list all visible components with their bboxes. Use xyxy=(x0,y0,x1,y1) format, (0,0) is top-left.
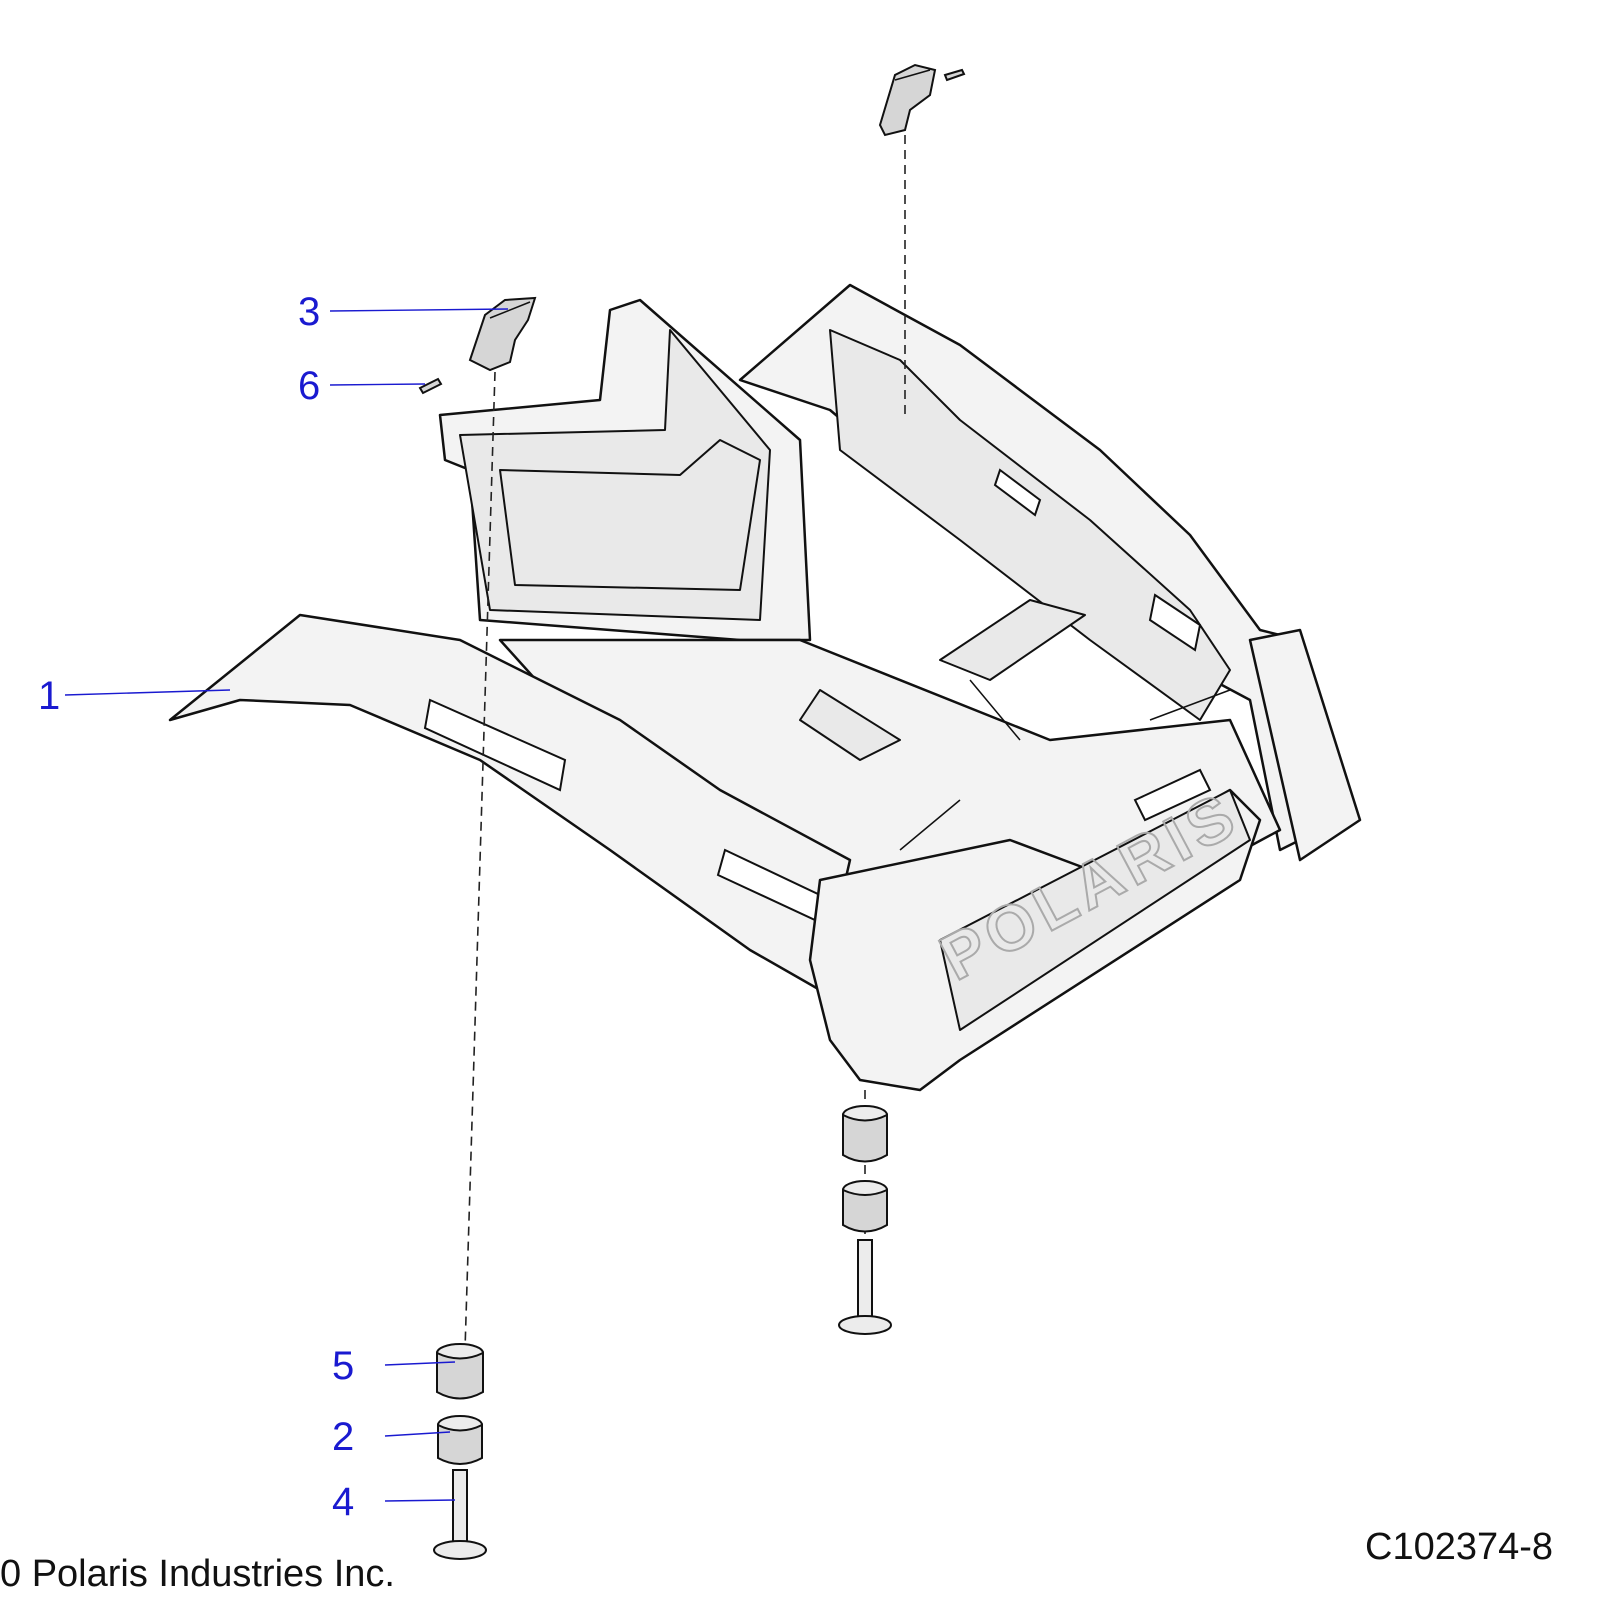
spacer-part-2 xyxy=(437,1415,483,1465)
callout-5: 5 xyxy=(332,1344,355,1388)
bolt-part-4 xyxy=(433,1469,487,1560)
fender-body xyxy=(168,283,1362,1092)
clip-part-3 xyxy=(468,296,537,372)
callout-6: 6 xyxy=(298,364,321,408)
mount-stack-right xyxy=(838,1090,892,1335)
drawing-number: C102374-8 xyxy=(1365,1526,1554,1568)
callout-3: 3 xyxy=(298,290,321,334)
callout-2: 2 xyxy=(332,1415,355,1459)
bushing-part-5 xyxy=(436,1343,484,1400)
callout-leaders xyxy=(64,308,509,1502)
copyright-text: 0 Polaris Industries Inc. xyxy=(0,1553,395,1595)
clip-right xyxy=(878,63,966,137)
callout-1: 1 xyxy=(38,674,61,718)
callout-4: 4 xyxy=(332,1480,355,1524)
pin-part-6 xyxy=(418,377,443,395)
